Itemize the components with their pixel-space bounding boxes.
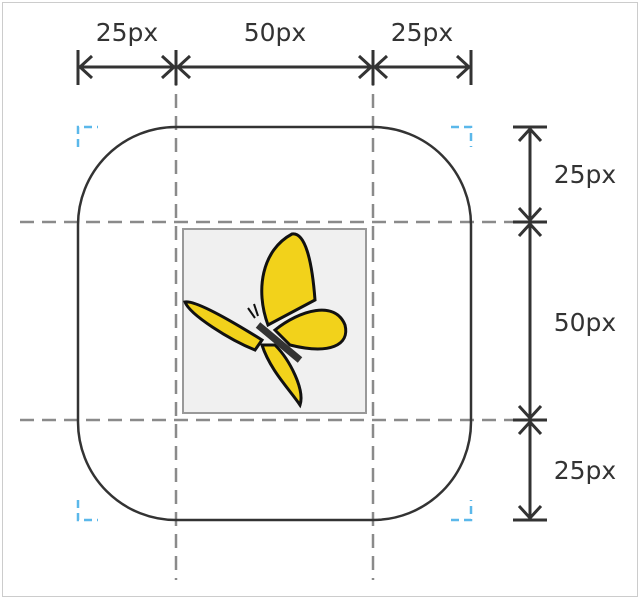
right-dimension-arrows [513,125,547,522]
rounded-button-outline [76,125,473,522]
corner-mark-tl [76,125,98,147]
dimension-label-top-right: 25px [391,18,453,47]
corner-mark-tr [451,125,473,147]
top-dimension-arrows [76,50,473,85]
corner-marks [76,125,473,522]
corner-mark-br [451,500,473,522]
dimension-label-top-left: 25px [96,18,158,47]
dimension-label-right-middle: 50px [554,308,616,337]
center-image [182,228,367,414]
butterfly-icon [182,232,348,409]
dimension-label-right-bottom: 25px [554,456,616,485]
dimension-label-right-top: 25px [554,160,616,189]
corner-mark-bl [76,500,98,522]
slice-guides [20,50,545,580]
dimension-label-top-center: 50px [244,18,306,47]
